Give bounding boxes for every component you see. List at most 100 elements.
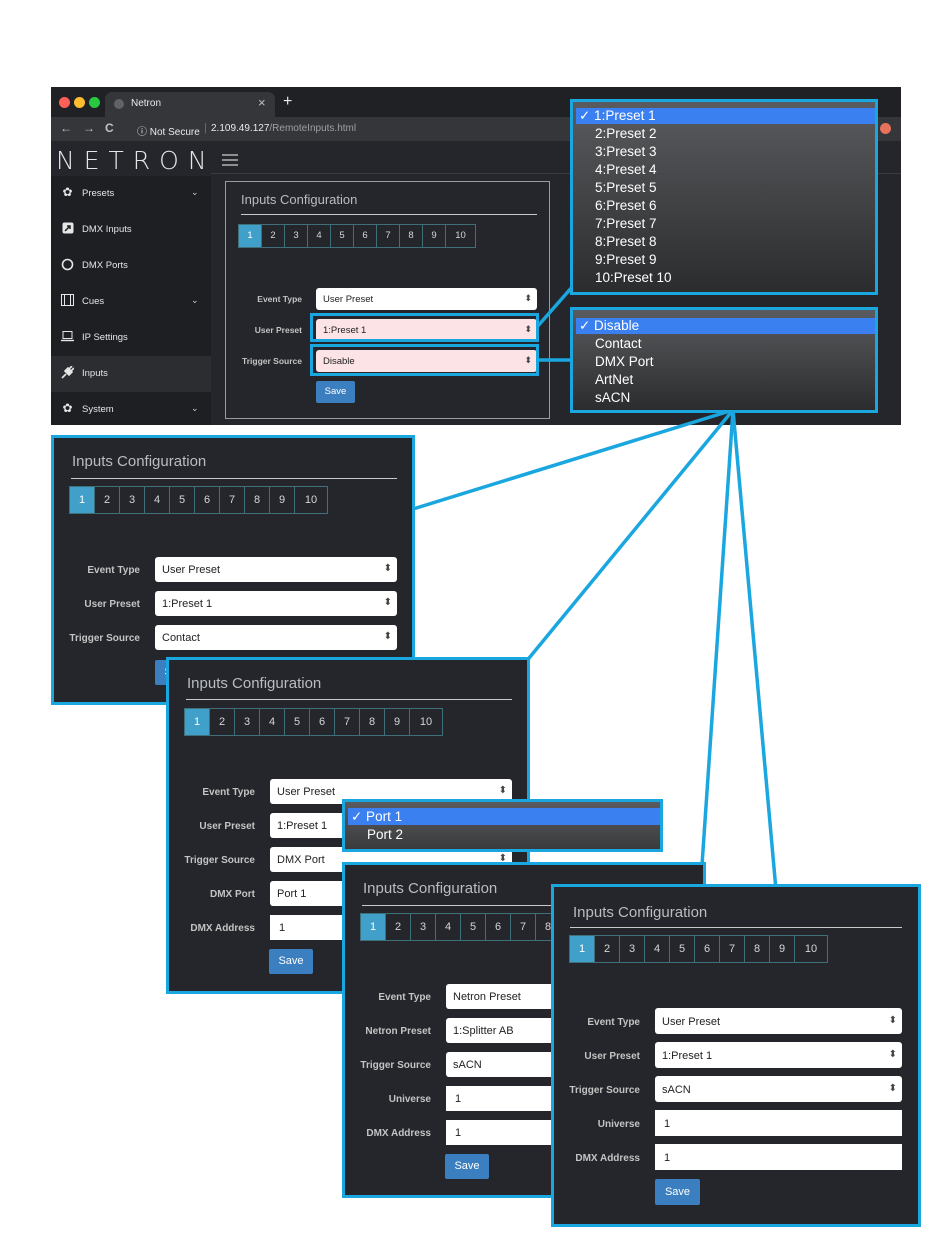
input-tab[interactable]: 6 (310, 709, 335, 735)
input-tab[interactable]: 2 (210, 709, 235, 735)
event-type-select[interactable]: User Preset⬍ (155, 557, 397, 582)
input-tab[interactable]: 5 (461, 914, 486, 940)
event-type-select[interactable]: User Preset⬍ (655, 1008, 902, 1034)
dropdown-option[interactable]: 4:Preset 4 (595, 162, 657, 177)
trigger-source-select[interactable]: Contact⬍ (155, 625, 397, 650)
url-field[interactable]: 2.109.49.127/RemoteInputs.html (211, 123, 356, 134)
input-tab[interactable]: 3 (285, 225, 308, 247)
security-indicator[interactable]: ⓘ Not Secure (137, 127, 200, 138)
dropdown-option[interactable]: ArtNet (595, 372, 634, 387)
dropdown-option[interactable]: ✓ Port 1 (348, 808, 660, 825)
input-tab[interactable]: 7 (720, 936, 745, 962)
input-tab[interactable]: 2 (262, 225, 285, 247)
input-tab[interactable]: 1 (70, 487, 95, 513)
input-tab[interactable]: 1 (185, 709, 210, 735)
sidebar-item-presets[interactable]: ✿ Presets ⌄ (51, 176, 211, 212)
user-preset-select[interactable]: 1:Preset 1⬍ (316, 319, 537, 341)
input-tab[interactable]: 6 (486, 914, 511, 940)
input-tab[interactable]: 6 (195, 487, 220, 513)
dropdown-option[interactable]: ✓ Disable (576, 318, 875, 334)
dropdown-option[interactable]: 9:Preset 9 (595, 252, 657, 267)
forward-icon[interactable]: → (83, 121, 95, 135)
save-button[interactable]: Save (445, 1154, 489, 1179)
input-tab[interactable]: 10 (804, 943, 818, 955)
dropdown-option[interactable]: 3:Preset 3 (595, 144, 657, 159)
input-tab[interactable]: 7 (377, 225, 400, 247)
sidebar-item-system[interactable]: ✿ System ⌄ (51, 392, 211, 425)
input-tab[interactable]: 2 (595, 936, 620, 962)
sidebar-item-dmx-inputs[interactable]: DMX Inputs (51, 212, 211, 248)
input-tab[interactable]: 10 (455, 230, 466, 241)
input-tab[interactable]: 5 (670, 936, 695, 962)
input-tab[interactable]: 2 (95, 487, 120, 513)
close-window-icon[interactable] (59, 97, 70, 108)
input-tab[interactable]: 3 (411, 914, 436, 940)
input-tab[interactable]: 9 (385, 709, 410, 735)
dmx-port-value: Port 1 (277, 888, 307, 900)
sidebar-item-cues[interactable]: Cues ⌄ (51, 284, 211, 320)
sidebar-item-dmx-ports[interactable]: DMX Ports (51, 248, 211, 284)
dropdown-option[interactable]: 2:Preset 2 (595, 126, 657, 141)
input-tab[interactable]: 6 (695, 936, 720, 962)
input-tab[interactable]: 4 (260, 709, 285, 735)
input-tab[interactable]: 9 (770, 936, 795, 962)
input-tab[interactable]: 10 (304, 494, 318, 506)
input-tab[interactable]: 1 (361, 914, 386, 940)
new-tab-button[interactable]: + (283, 93, 293, 110)
input-tab[interactable]: 4 (145, 487, 170, 513)
reload-icon[interactable]: C (105, 121, 114, 135)
sidebar-item-inputs[interactable]: Inputs (51, 356, 211, 392)
input-tab[interactable]: 4 (436, 914, 461, 940)
input-tab[interactable]: 7 (335, 709, 360, 735)
input-tab[interactable]: 9 (270, 487, 295, 513)
sidebar-item-ip-settings[interactable]: IP Settings (51, 320, 211, 356)
dropdown-option[interactable]: Contact (595, 336, 642, 351)
tab-close-icon[interactable]: × (258, 95, 266, 110)
input-tab[interactable]: 4 (645, 936, 670, 962)
dmx-address-input[interactable]: 1 (655, 1144, 902, 1170)
dropdown-option[interactable]: 8:Preset 8 (595, 234, 657, 249)
input-tab[interactable]: 6 (354, 225, 377, 247)
input-tab[interactable]: 3 (620, 936, 645, 962)
input-tab[interactable]: 2 (386, 914, 411, 940)
input-tab[interactable]: 1 (570, 936, 595, 962)
input-tab[interactable]: 8 (360, 709, 385, 735)
input-tab[interactable]: 3 (235, 709, 260, 735)
dropdown-option[interactable]: 5:Preset 5 (595, 180, 657, 195)
input-tab[interactable]: 5 (285, 709, 310, 735)
input-tab[interactable]: 10 (419, 716, 433, 728)
dropdown-option[interactable]: ✓ 1:Preset 1 (576, 108, 875, 124)
hamburger-menu-icon[interactable] (222, 154, 238, 169)
universe-input[interactable]: 1 (655, 1110, 902, 1136)
save-button[interactable]: Save (655, 1179, 700, 1205)
maximize-window-icon[interactable] (89, 97, 100, 108)
extension-icon[interactable] (880, 123, 891, 134)
input-tab[interactable]: 1 (239, 225, 262, 247)
user-preset-select[interactable]: 1:Preset 1⬍ (155, 591, 397, 616)
event-type-select[interactable]: User Preset⬍ (316, 288, 537, 310)
browser-tab[interactable]: Netron × (105, 92, 275, 117)
save-button[interactable]: Save (269, 949, 313, 974)
dropdown-option[interactable]: DMX Port (595, 354, 654, 369)
input-tab[interactable]: 5 (170, 487, 195, 513)
input-tab[interactable]: 8 (245, 487, 270, 513)
input-tab[interactable]: 5 (331, 225, 354, 247)
trigger-source-select[interactable]: Disable⬍ (316, 350, 537, 372)
save-button[interactable]: Save (316, 381, 355, 403)
dropdown-option[interactable]: 7:Preset 7 (595, 216, 657, 231)
input-tab[interactable]: 8 (745, 936, 770, 962)
dropdown-option[interactable]: 6:Preset 6 (595, 198, 657, 213)
trigger-source-select[interactable]: sACN⬍ (655, 1076, 902, 1102)
input-tab[interactable]: 9 (423, 225, 446, 247)
input-tab[interactable]: 8 (400, 225, 423, 247)
minimize-window-icon[interactable] (74, 97, 85, 108)
user-preset-select[interactable]: 1:Preset 1⬍ (655, 1042, 902, 1068)
dropdown-option[interactable]: Port 2 (367, 827, 404, 842)
input-tab[interactable]: 7 (220, 487, 245, 513)
dropdown-option[interactable]: 10:Preset 10 (595, 270, 672, 285)
input-tab[interactable]: 3 (120, 487, 145, 513)
back-icon[interactable]: ← (60, 121, 72, 135)
input-tab[interactable]: 4 (308, 225, 331, 247)
input-tab[interactable]: 7 (511, 914, 536, 940)
dropdown-option[interactable]: sACN (595, 390, 631, 405)
